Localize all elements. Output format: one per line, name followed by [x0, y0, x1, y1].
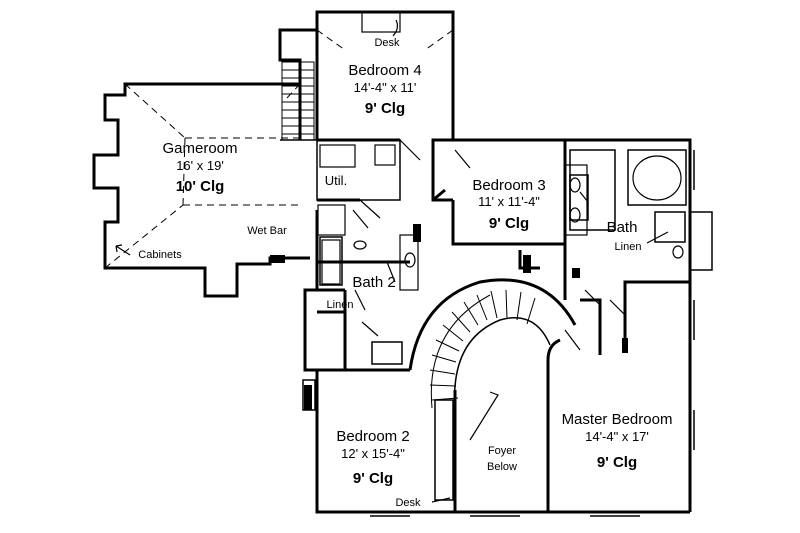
- bedroom4-dim: 14'-4" x 11': [354, 80, 417, 95]
- bedroom2-dim: 12' x 15'-4": [341, 446, 405, 461]
- master-dim: 14'-4" x 17': [585, 429, 649, 444]
- bedroom2-clg: 9' Clg: [353, 470, 393, 487]
- window-marks: [370, 150, 695, 517]
- gameroom-name: Gameroom: [162, 140, 237, 157]
- fixtures: [270, 11, 684, 410]
- bath-name: Bath: [607, 219, 638, 236]
- bedroom4-name: Bedroom 4: [348, 62, 421, 79]
- bedroom3-clg: 9' Clg: [489, 215, 529, 232]
- stairs: [281, 61, 536, 441]
- master-name: Master Bedroom: [562, 411, 673, 428]
- bedroom3-name: Bedroom 3: [472, 177, 545, 194]
- desk-top-label: Desk: [374, 37, 400, 49]
- cabinets-label: Cabinets: [138, 249, 182, 261]
- leader-lines: [115, 19, 669, 503]
- linen-left-label: Linen: [327, 299, 354, 311]
- doors: [352, 139, 626, 351]
- foyer-line1: Foyer: [488, 445, 516, 457]
- util-label: Util.: [325, 173, 347, 188]
- interior-walls: [315, 138, 690, 512]
- bedroom2-name: Bedroom 2: [336, 428, 409, 445]
- bedroom3-dim: 11' x 11'-4": [478, 194, 540, 209]
- bath2-name: Bath 2: [352, 274, 395, 291]
- gameroom-dim: 16' x 19': [176, 158, 224, 173]
- gameroom-clg: 10' Clg: [176, 178, 225, 195]
- linen-right-label: Linen: [615, 241, 642, 253]
- desk-bottom-label: Desk: [395, 497, 421, 509]
- master-clg: 9' Clg: [597, 454, 637, 471]
- gameroom-ceiling-lines: [104, 29, 454, 269]
- bedroom4-clg: 9' Clg: [365, 100, 405, 117]
- wet-bar-label: Wet Bar: [247, 225, 287, 237]
- foyer-line2: Below: [487, 461, 517, 473]
